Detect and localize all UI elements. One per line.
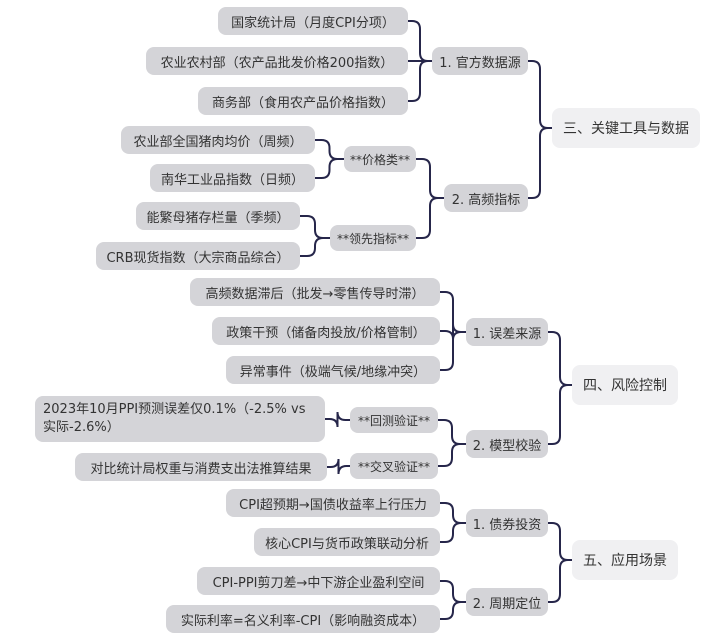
leaf-node[interactable]: 南华工业品指数（日频） (150, 164, 315, 192)
connector-path (440, 291, 466, 371)
leaf-node[interactable]: 实际利率=名义利率-CPI（影响融资成本） (166, 605, 440, 633)
connector-path (528, 60, 552, 199)
connector-path (325, 411, 350, 428)
leaf-node[interactable]: 农业部全国猪肉均价（周频） (121, 126, 315, 154)
leaf-node[interactable]: CPI超预期→国债收益率上行压力 (226, 489, 440, 517)
leaf-node[interactable]: 高频数据滞后（批发→零售传导时滞） (190, 278, 440, 306)
subgroup-node[interactable]: **价格类** (344, 146, 416, 172)
connector-path (315, 139, 344, 179)
leaf-node[interactable]: 核心CPI与货币政策联动分析 (254, 528, 440, 556)
leaf-node[interactable]: 农业农村部（农产品批发价格200指数） (146, 47, 408, 75)
subgroup-node[interactable]: **领先指标** (330, 225, 416, 251)
leaf-node[interactable]: 异常事件（极端气候/地缘冲突） (226, 356, 440, 384)
branch-node[interactable]: 1. 官方数据源 (432, 47, 528, 75)
leaf-node[interactable]: 能繁母猪存栏量（季频） (136, 202, 300, 230)
branch-node[interactable]: 2. 高频指标 (444, 184, 528, 212)
subgroup-node[interactable]: **回测验证** (350, 407, 438, 433)
leaf-node[interactable]: 对比统计局权重与消费支出法推算结果 (75, 453, 327, 481)
connector-path (440, 502, 466, 543)
connector-path (416, 158, 444, 239)
connector-path (548, 331, 572, 445)
branch-node[interactable]: 1. 债券投资 (466, 509, 548, 537)
subgroup-node[interactable]: **交叉验证** (350, 453, 438, 479)
branch-node[interactable]: 1. 误差来源 (466, 318, 548, 346)
root-node[interactable]: 五、应用场景 (572, 540, 678, 580)
leaf-node[interactable]: 2023年10月PPI预测误差仅0.1%（-2.5% vs 实际-2.6%） (35, 396, 325, 442)
connector-path (300, 215, 330, 257)
leaf-node[interactable]: CPI-PPI剪刀差→中下游企业盈利空间 (197, 567, 440, 595)
connector-path (548, 522, 572, 603)
leaf-node[interactable]: 国家统计局（月度CPI分项） (218, 7, 408, 35)
root-node[interactable]: 四、风险控制 (572, 365, 678, 405)
branch-node[interactable]: 2. 模型校验 (466, 430, 548, 458)
leaf-node[interactable]: 政策干预（储备肉投放/价格管制） (212, 317, 440, 345)
connector-path (408, 20, 432, 102)
leaf-node[interactable]: CRB现货指数（大宗商品综合） (96, 242, 300, 270)
leaf-node[interactable]: 商务部（食用农产品价格指数） (198, 87, 408, 115)
connector-path (327, 458, 350, 475)
connector-path (438, 419, 466, 467)
branch-node[interactable]: 2. 周期定位 (466, 588, 548, 616)
connector-path (440, 580, 466, 620)
root-node[interactable]: 三、关键工具与数据 (552, 108, 700, 148)
